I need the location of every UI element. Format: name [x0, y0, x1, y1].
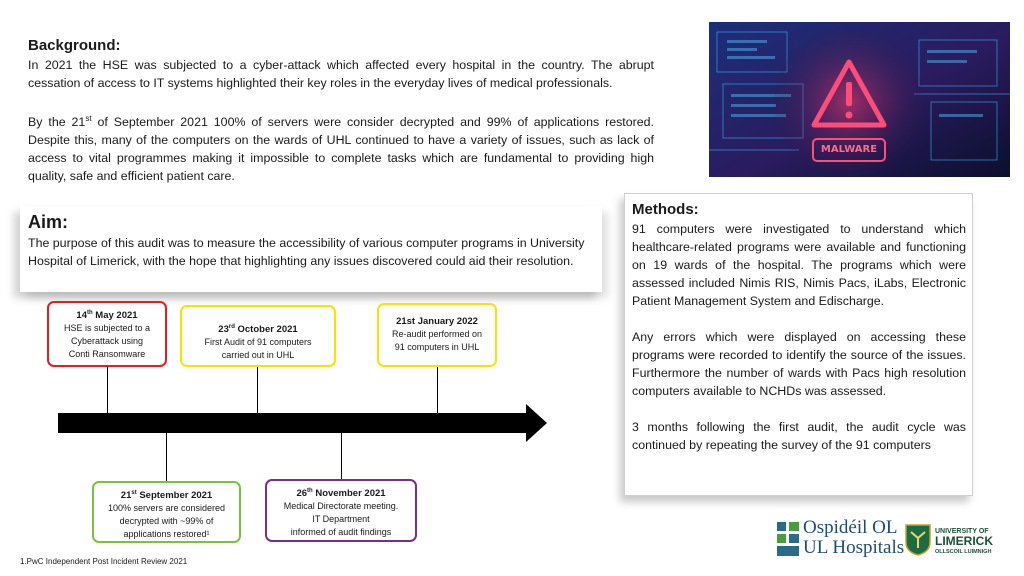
event-line: First Audit of 91 computers: [204, 337, 312, 348]
malware-label: MALWARE: [820, 144, 878, 155]
university-of-limerick-logo: UNIVERSITY OF LIMERICK OLLSCOIL LUIMNIGH: [905, 522, 1010, 562]
event-line: HSE is subjected to a: [63, 323, 151, 334]
event-line: carried out in UHL: [221, 350, 295, 361]
ul-hospitals-logo: Ospidéil OL UL Hospitals: [775, 517, 905, 560]
ul-hospitals-mark-icon: [777, 522, 799, 556]
timeline-connector-3: [437, 366, 438, 414]
timeline-arrow-bar: [58, 413, 528, 433]
timeline-event-nov-2021: 26th November 2021 Medical Directorate m…: [265, 479, 417, 542]
event-date: 21st January 2022: [396, 316, 478, 327]
background-title: Background:: [28, 37, 121, 54]
aim-text: The purpose of this audit was to measure…: [28, 236, 585, 268]
event-date: 26th November 2021: [296, 488, 386, 500]
footnote: 1.PwC Independent Post Incident Review 2…: [20, 557, 188, 566]
ul-shield-icon: [905, 524, 931, 556]
methods-paragraph-2: Any errors which were displayed on acces…: [632, 330, 966, 398]
event-date: 23rd October 2021: [218, 324, 298, 336]
methods-title: Methods:: [632, 201, 699, 218]
event-line: Medical Directorate meeting.: [283, 501, 399, 512]
timeline-event-sep-2021: 21st September 2021 100% servers are con…: [92, 481, 241, 543]
ul-hospitals-wordmark: Ospidéil OL UL Hospitals: [803, 517, 905, 558]
timeline-event-may-2021: 14th May 2021 HSE is subjected to a Cybe…: [47, 301, 167, 367]
methods-paragraph-1: 91 computers were investigated to unders…: [632, 222, 966, 308]
event-line: decrypted with ~99% of: [119, 516, 214, 527]
timeline-event-oct-2021: 23rd October 2021 First Audit of 91 comp…: [180, 305, 336, 367]
event-line: Re-audit performed on: [391, 329, 483, 339]
timeline-connector-5: [341, 433, 342, 481]
event-line: Conti Ransomware: [68, 349, 146, 360]
event-line: informed of audit findings: [290, 527, 392, 538]
event-line: Cyberattack using: [70, 336, 144, 347]
aim-title: Aim:: [28, 212, 68, 232]
methods-section: Methods: 91 computers were investigated …: [624, 193, 973, 496]
event-line: IT Department: [312, 514, 370, 525]
methods-paragraph-3: 3 months following the first audit, the …: [632, 420, 966, 452]
timeline-arrow-head: [526, 404, 547, 442]
timeline-event-jan-2022: 21st January 2022 Re-audit performed on …: [377, 303, 497, 367]
malware-warning-illustration: [709, 22, 1010, 177]
timeline-connector-2: [257, 366, 258, 414]
background-paragraph-2: By the 21st of September 2021 100% of se…: [28, 114, 654, 184]
timeline-connector-1: [107, 366, 108, 414]
background-paragraph-1: In 2021 the HSE was subjected to a cyber…: [28, 58, 654, 90]
event-line: applications restored¹: [123, 529, 210, 540]
malware-hero-image: MALWARE: [709, 22, 1010, 177]
event-line: 100% servers are considered: [107, 503, 226, 514]
event-date: 14th May 2021: [76, 310, 138, 322]
event-line: 91 computers in UHL: [394, 342, 480, 352]
timeline-connector-4: [166, 433, 167, 483]
background-section: Background: In 2021 the HSE was subjecte…: [28, 36, 654, 185]
aim-section: Aim: The purpose of this audit was to me…: [20, 206, 602, 292]
event-date: 21st September 2021: [120, 490, 213, 502]
